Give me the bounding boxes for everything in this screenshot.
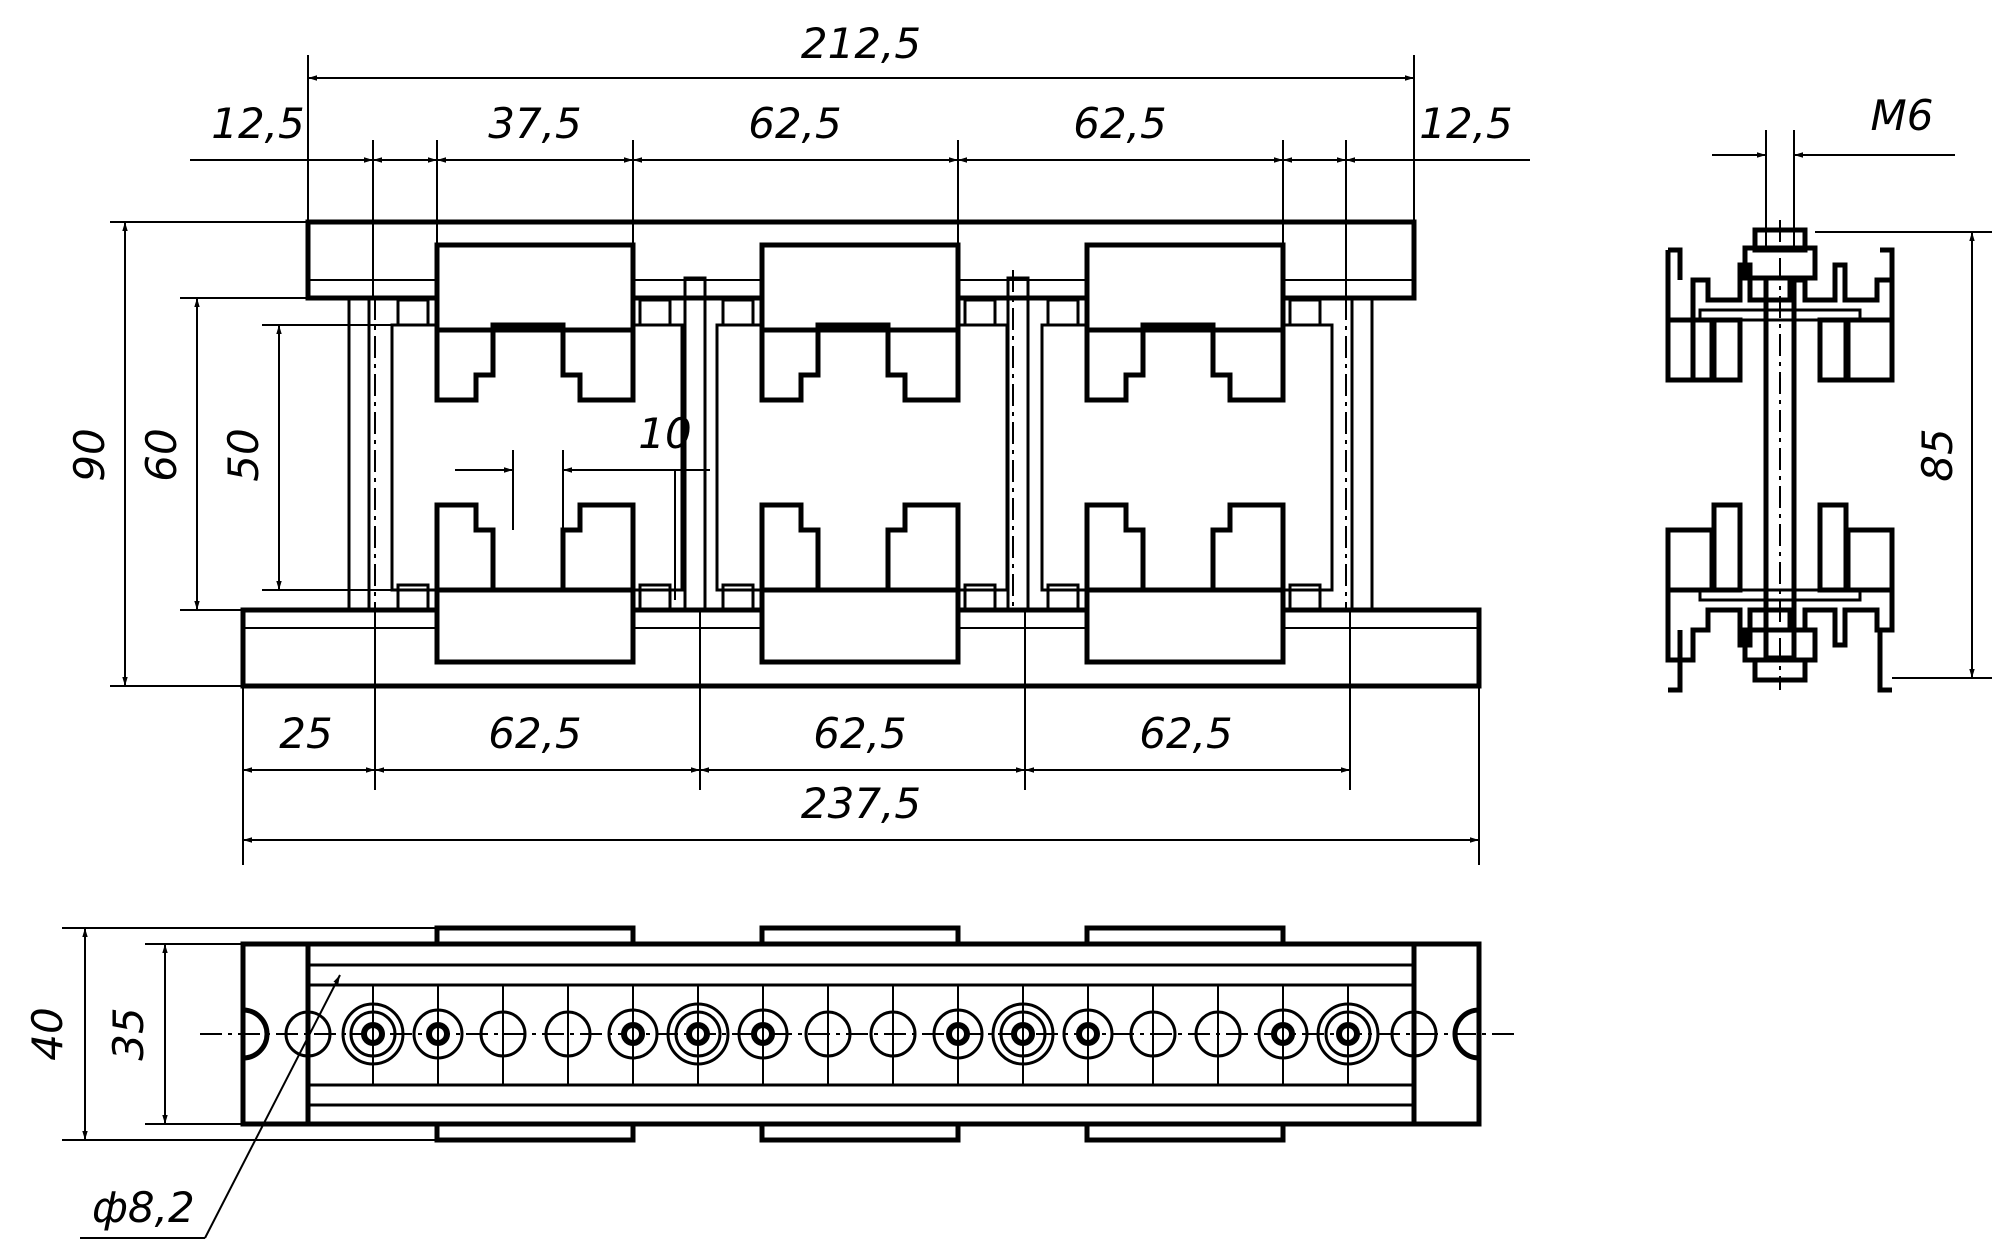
top-dimensions: 40 35 ф8,2 [23, 927, 437, 1239]
front-view [240, 219, 1482, 689]
dim-diameter-8-2: ф8,2 [92, 1183, 195, 1232]
dim-60: 60 [137, 428, 186, 481]
dim-62-5-bottom-2: 62,5 [813, 709, 907, 758]
dim-212-5: 212,5 [801, 19, 921, 68]
dim-37-5: 37,5 [488, 99, 582, 148]
dim-62-5-top-1: 62,5 [748, 99, 842, 148]
top-view-holes [284, 985, 1438, 1085]
post-mid-2 [1006, 276, 1030, 612]
dim-85: 85 [1913, 428, 1962, 481]
side-dimensions: M6 85 [1712, 91, 1992, 679]
dim-237-5: 237,5 [801, 779, 921, 828]
dim-12-5-right: 12,5 [1419, 99, 1513, 148]
dim-12-5-left: 12,5 [211, 99, 305, 148]
dim-m6: M6 [1871, 91, 1934, 140]
front-dimensions: 212,5 12,5 37,5 62,5 62,5 12,5 90 60 50 [65, 19, 1530, 865]
post-mid-1 [683, 276, 707, 612]
side-view [1665, 220, 1895, 693]
dim-90: 90 [65, 428, 114, 481]
dim-25: 25 [279, 709, 332, 758]
dim-10: 10 [638, 409, 691, 458]
dim-62-5-bottom-3: 62,5 [1139, 709, 1233, 758]
dim-62-5-top-2: 62,5 [1073, 99, 1167, 148]
top-view [200, 925, 1520, 1143]
dim-35: 35 [104, 1007, 153, 1060]
terminal-modules [390, 242, 1334, 665]
nuts [396, 298, 1322, 612]
post-left [347, 296, 371, 612]
dim-62-5-bottom-1: 62,5 [488, 709, 582, 758]
post-right [1350, 296, 1374, 612]
dim-40: 40 [23, 1007, 72, 1060]
dim-50: 50 [219, 428, 268, 481]
